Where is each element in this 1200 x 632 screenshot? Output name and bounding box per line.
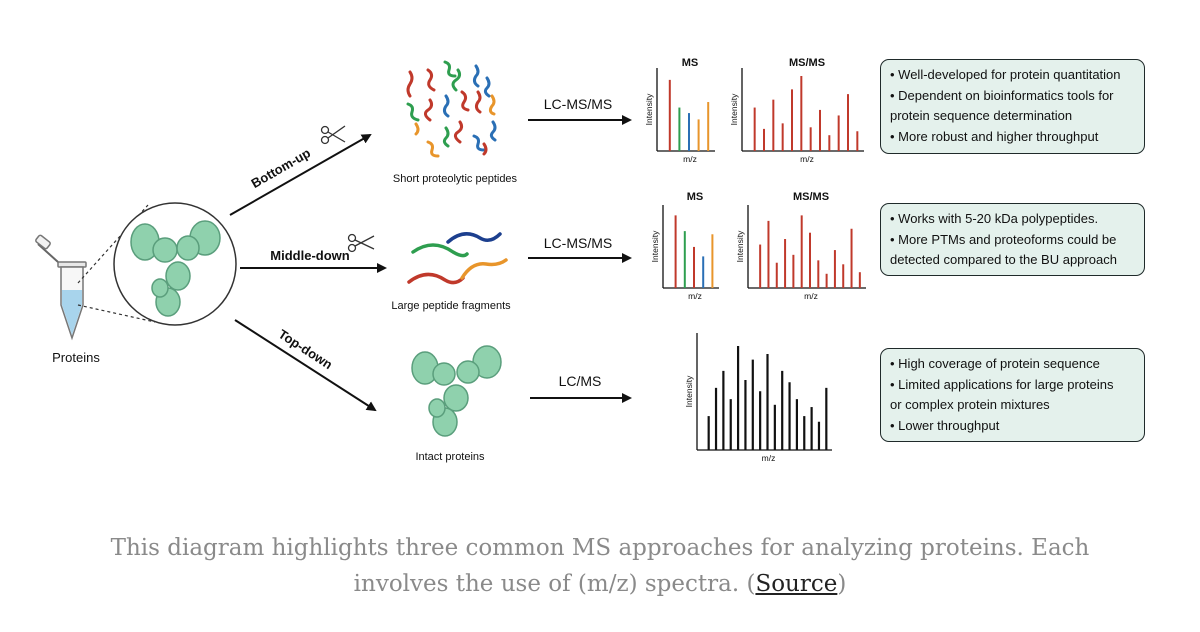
caption-line-2-end: )	[837, 571, 847, 597]
x-axis-label: m/z	[804, 291, 818, 301]
spectrum-title: MS/MS	[789, 57, 825, 69]
spectrum-title: MS/MS	[793, 191, 829, 203]
protein-circle	[113, 202, 237, 326]
notes-box-top-down: • High coverage of protein sequence • Li…	[880, 348, 1145, 442]
spectrum-title: MS	[687, 191, 704, 203]
spectrum-top-down: m/z Intensity	[684, 333, 832, 463]
notes-box-middle-down: • Works with 5-20 kDa polypeptides. • Mo…	[880, 203, 1145, 276]
source-label: Proteins	[52, 350, 100, 365]
note-line: • More PTMs and proteoforms could be	[890, 231, 1117, 247]
note-line: or complex protein mixtures	[890, 397, 1050, 412]
caption-line-2: involves the use of (m/z) spectra. (Sour…	[0, 566, 1200, 602]
source-link[interactable]: Source	[755, 571, 838, 597]
y-axis-label: Intensity	[644, 93, 654, 125]
ms-approaches-diagram: Proteins Bottom-up Middle-down Top-down	[35, 57, 866, 463]
method-label-top-down: LC/MS	[559, 373, 602, 389]
caption-line-2-text: involves the use of (m/z) spectra. (	[353, 571, 756, 597]
note-line: • Works with 5-20 kDa polypeptides.	[890, 211, 1099, 226]
x-axis-label: m/z	[688, 291, 702, 301]
y-axis-label: Intensity	[729, 93, 739, 125]
note-line: detected compared to the BU approach	[890, 252, 1117, 267]
y-axis-label: Intensity	[684, 375, 694, 407]
figure-caption: This diagram highlights three common MS …	[0, 530, 1200, 602]
product-label-top-down: Intact proteins	[415, 451, 485, 463]
spectrum-title: MS	[682, 57, 699, 69]
spectrum-middle-down-msms: MS/MS m/z Intensity	[735, 191, 866, 301]
spectrum-bottom-up-msms: MS/MS m/z Intensity	[729, 57, 864, 164]
scissors-icon	[320, 125, 346, 145]
spectrum-middle-down-ms: MS m/z Intensity	[650, 191, 719, 301]
bottom-up-arrow	[229, 134, 372, 216]
scissors-icon	[347, 233, 375, 253]
x-axis-label: m/z	[683, 154, 697, 164]
caption-line-1: This diagram highlights three common MS …	[110, 535, 1090, 561]
antibody-icon	[130, 220, 221, 317]
sample-tube-icon	[35, 234, 87, 341]
intact-protein-icon	[411, 345, 502, 437]
top-down-arrow	[234, 319, 377, 412]
note-line: • Dependent on bioinformatics tools for	[890, 87, 1114, 103]
product-label-bottom-up: Short proteolytic peptides	[393, 173, 518, 185]
note-line: • High coverage of protein sequence	[890, 356, 1100, 371]
route-label-bottom-up: Bottom-up	[249, 145, 313, 191]
note-line: • More robust and higher throughput	[890, 128, 1099, 144]
note-line: • Lower throughput	[890, 417, 1000, 433]
short-peptides-icon	[406, 60, 497, 158]
notes-box-bottom-up: • Well-developed for protein quantitatio…	[880, 59, 1145, 154]
note-line: • Well-developed for protein quantitatio…	[890, 67, 1121, 82]
note-line: protein sequence determination	[890, 108, 1073, 123]
product-label-middle-down: Large peptide fragments	[391, 300, 511, 312]
route-label-middle-down: Middle-down	[270, 248, 349, 263]
large-fragments-icon	[407, 232, 508, 285]
method-label-middle-down: LC-MS/MS	[544, 235, 612, 251]
note-line: • Limited applications for large protein…	[890, 376, 1114, 392]
spectrum-bottom-up-ms: MS m/z Intensity	[644, 57, 715, 164]
x-axis-label: m/z	[800, 154, 814, 164]
method-label-bottom-up: LC-MS/MS	[544, 96, 612, 112]
y-axis-label: Intensity	[650, 230, 660, 262]
y-axis-label: Intensity	[735, 230, 745, 262]
x-axis-label: m/z	[762, 453, 776, 463]
